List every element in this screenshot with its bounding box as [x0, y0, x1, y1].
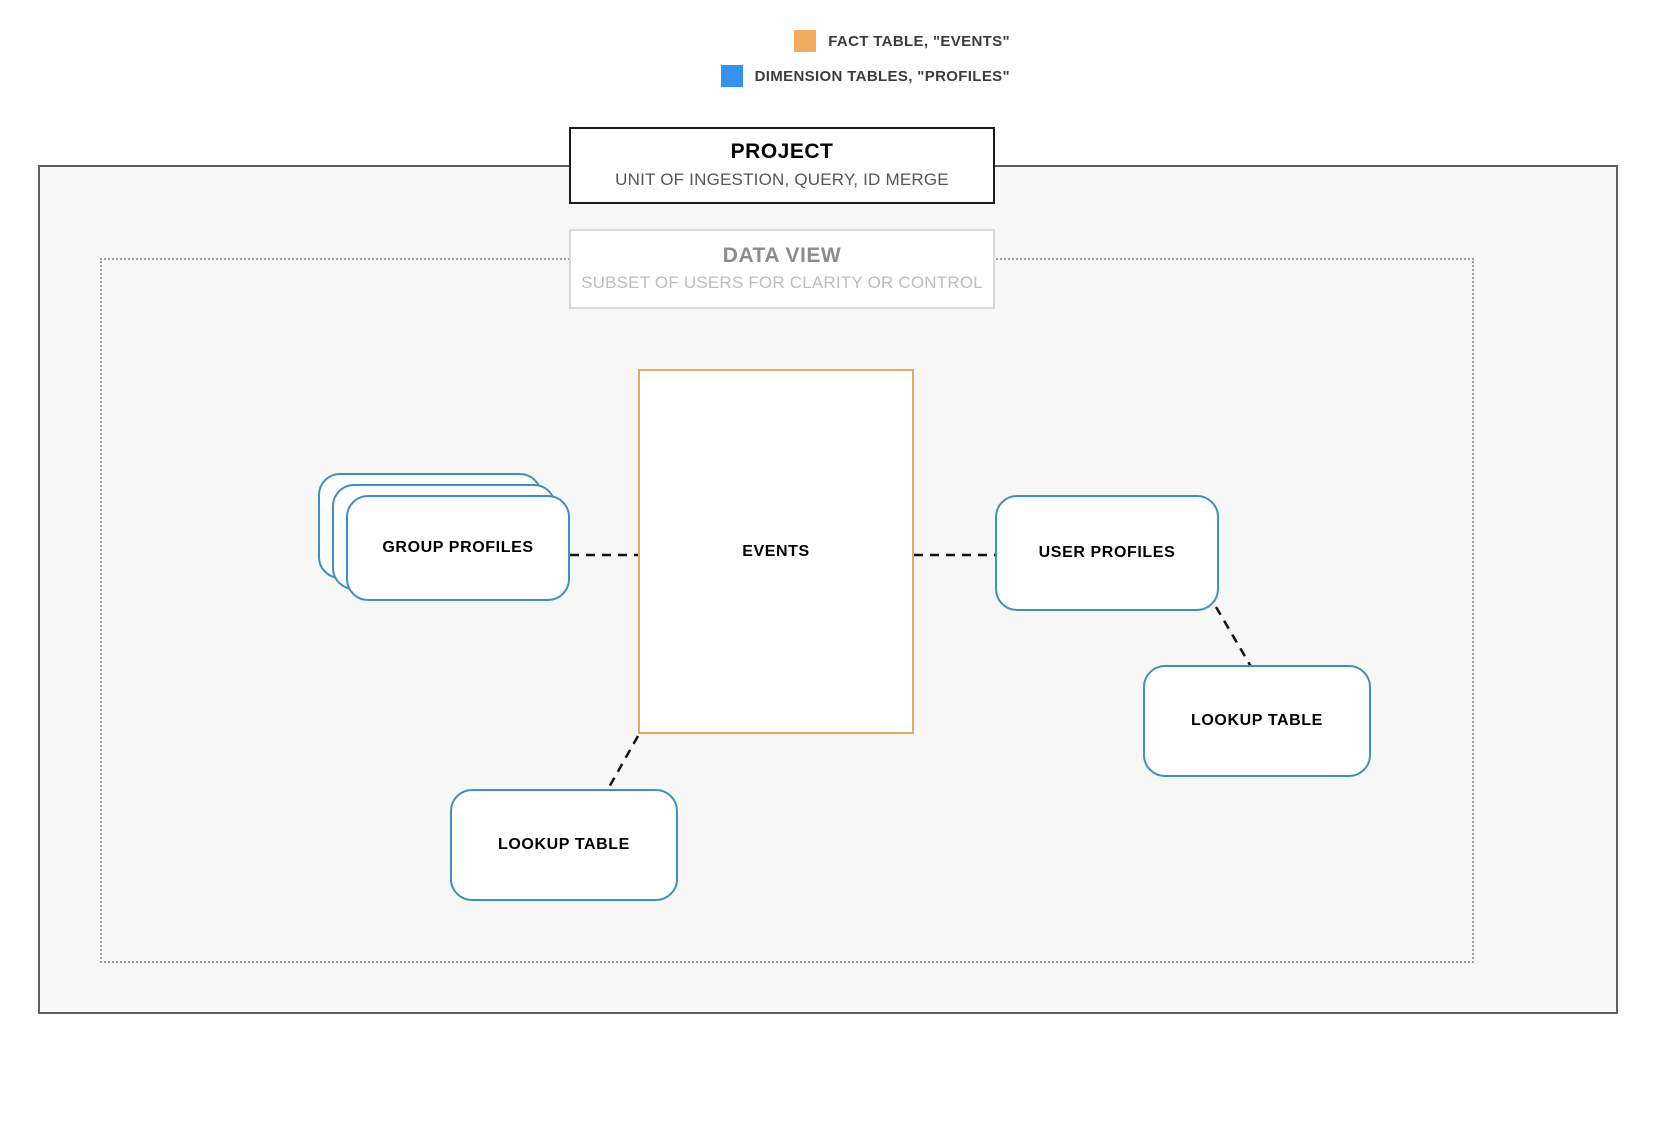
project-title-card: PROJECT UNIT OF INGESTION, QUERY, ID MER… [569, 127, 995, 204]
legend-item-label: FACT TABLE, "EVENTS" [828, 32, 1010, 50]
legend-item-dimension-tables: DIMENSION TABLES, "PROFILES" [720, 65, 1010, 87]
node-lookup-table-right[interactable]: LOOKUP TABLE [1143, 665, 1371, 777]
node-group-profiles[interactable]: GROUP PROFILES [318, 473, 574, 611]
square-swatch-icon [720, 65, 743, 87]
node-user-profiles[interactable]: USER PROFILES [995, 495, 1219, 611]
node-lookup-table-right-label: LOOKUP TABLE [1191, 712, 1323, 729]
node-user-profiles-label: USER PROFILES [1038, 544, 1176, 561]
legend-item-label: DIMENSION TABLES, "PROFILES" [754, 67, 1010, 85]
node-events[interactable]: EVENTS [638, 369, 914, 734]
data-view-title-card: DATA VIEW SUBSET OF USERS FOR CLARITY OR… [569, 229, 995, 309]
node-lookup-table-left-label: LOOKUP TABLE [498, 836, 630, 853]
node-events-label: EVENTS [742, 542, 810, 560]
project-subtitle: UNIT OF INGESTION, QUERY, ID MERGE [615, 169, 949, 189]
square-swatch-icon [794, 30, 817, 52]
legend-item-fact-table: FACT TABLE, "EVENTS" [794, 30, 1010, 52]
node-group-profiles-stack-front[interactable]: GROUP PROFILES [346, 495, 570, 601]
data-view-title: DATA VIEW [722, 243, 842, 267]
legend: FACT TABLE, "EVENTS" DIMENSION TABLES, "… [0, 30, 1010, 87]
node-group-profiles-label: GROUP PROFILES [382, 539, 534, 556]
project-title: PROJECT [730, 140, 834, 164]
node-lookup-table-left[interactable]: LOOKUP TABLE [450, 789, 678, 901]
data-view-subtitle: SUBSET OF USERS FOR CLARITY OR CONTROL [581, 273, 983, 293]
